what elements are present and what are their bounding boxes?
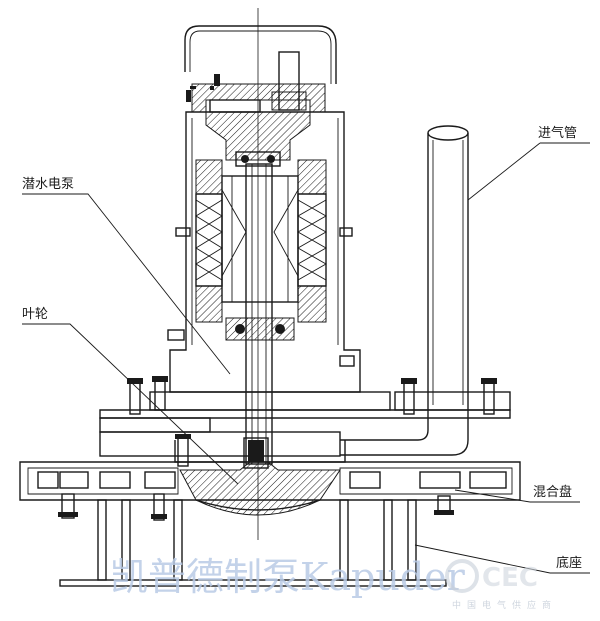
impeller (179, 437, 341, 516)
label-base: 底座 (556, 555, 582, 571)
disc-bolts (58, 434, 454, 521)
housing-bolts (167, 86, 355, 367)
upper-bearing-seat (205, 111, 311, 161)
label-mixing-disc: 混合盘 (533, 484, 572, 500)
label-impeller: 叶轮 (22, 307, 48, 322)
leader-lines (22, 142, 590, 574)
motor-shaft (245, 163, 273, 465)
stator-left (195, 159, 223, 323)
watermark-subtext: 中国电气供应商 (452, 599, 557, 611)
lifting-handle (184, 25, 337, 84)
label-air-inlet-pipe: 进气管 (538, 125, 577, 141)
flange-bolts (127, 376, 497, 415)
watermark-text: 凯普德制泵Kapuder (110, 555, 466, 599)
air-inlet-pipe (340, 125, 469, 456)
rotor (221, 175, 299, 303)
watermark-logo-text: CEC (482, 563, 538, 593)
mounting-flange (99, 391, 511, 433)
air-chamber (99, 431, 346, 463)
watermark-logo: CEC (445, 559, 538, 593)
stator-right (297, 159, 327, 323)
lower-bearing (225, 317, 295, 341)
base (59, 499, 447, 587)
label-submersible-motor: 潜水电泵 (22, 177, 74, 192)
